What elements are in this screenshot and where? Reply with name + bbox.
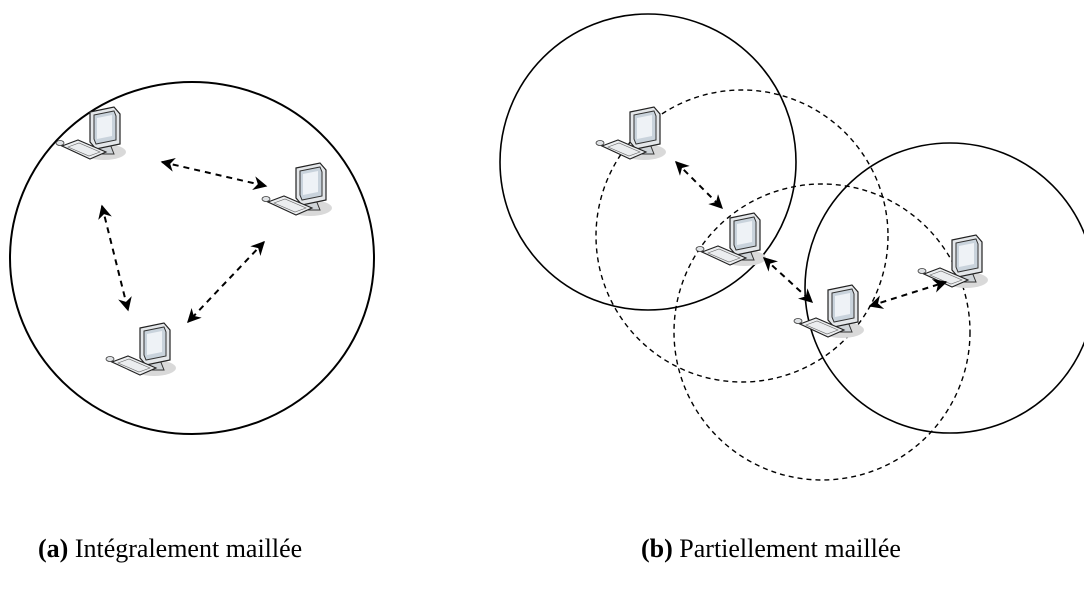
link-arrow	[675, 161, 723, 209]
range-circle-dashed	[673, 183, 971, 481]
range-circle-dashed	[595, 89, 889, 383]
computer-icon	[917, 234, 989, 289]
computer-icon	[595, 106, 667, 161]
link-arrow	[160, 158, 268, 190]
computer-icon	[55, 106, 127, 161]
caption-a-label: (a)	[38, 534, 69, 563]
link-arrow	[868, 279, 948, 309]
link-arrow	[98, 204, 132, 312]
panel-b	[499, 13, 1084, 481]
caption-b-text: Partiellement maillée	[672, 534, 901, 563]
link-arrow	[187, 240, 265, 324]
computer-icon	[695, 212, 767, 267]
range-circle-solid	[499, 13, 797, 311]
range-circle-a	[9, 81, 375, 435]
computer-icon	[105, 322, 177, 377]
caption-b-label: (b)	[641, 534, 673, 563]
computer-icon	[261, 162, 333, 217]
caption-a: (a) Intégralement maillée	[38, 534, 302, 564]
panel-a	[9, 81, 375, 435]
caption-a-text: Intégralement maillée	[68, 534, 303, 563]
caption-b: (b) Partiellement maillée	[641, 534, 901, 564]
